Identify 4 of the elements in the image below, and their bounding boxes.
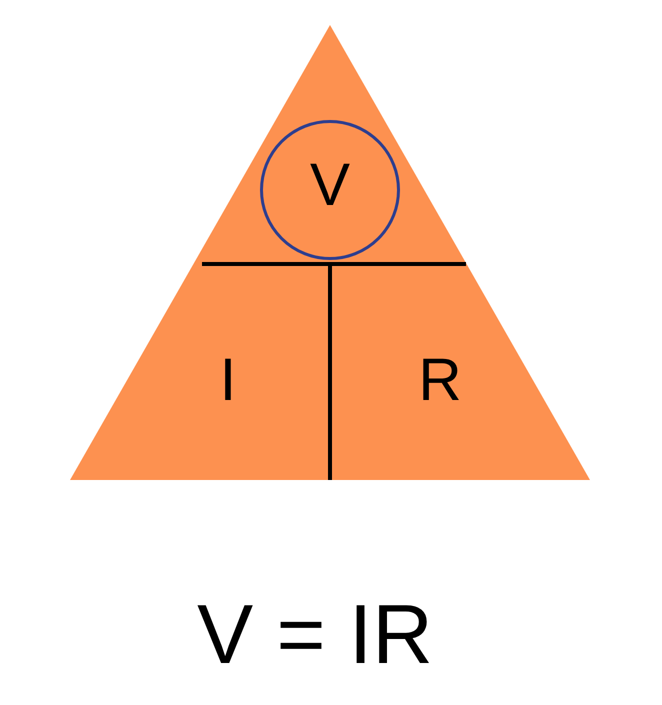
- formula-text: V = IR: [197, 592, 433, 676]
- variable-letter: R: [418, 350, 462, 410]
- variable-letter: I: [220, 350, 236, 410]
- variable-letter: V: [310, 155, 350, 215]
